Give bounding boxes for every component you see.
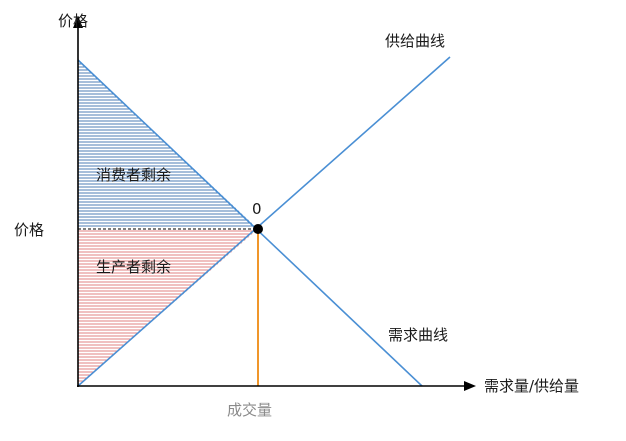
producer-surplus-label: 生产者剩余 [96,258,171,276]
equilibrium-point [253,224,263,234]
y-axis-label-top: 价格 [58,12,88,30]
y-axis-price-label: 价格 [14,221,44,239]
y-axis-arrow [73,16,83,28]
consumer-surplus-label: 消费者剩余 [96,166,171,184]
quantity-label: 成交量 [227,401,272,419]
demand-curve-line [77,59,423,387]
supply-curve-line [77,56,451,387]
x-axis-label: 需求量/供给量 [484,377,579,395]
supply-curve-label: 供给曲线 [385,32,445,50]
demand-curve-label: 需求曲线 [388,326,448,344]
x-axis-arrow [464,381,476,391]
equilibrium-point-label: 0 [252,200,262,218]
